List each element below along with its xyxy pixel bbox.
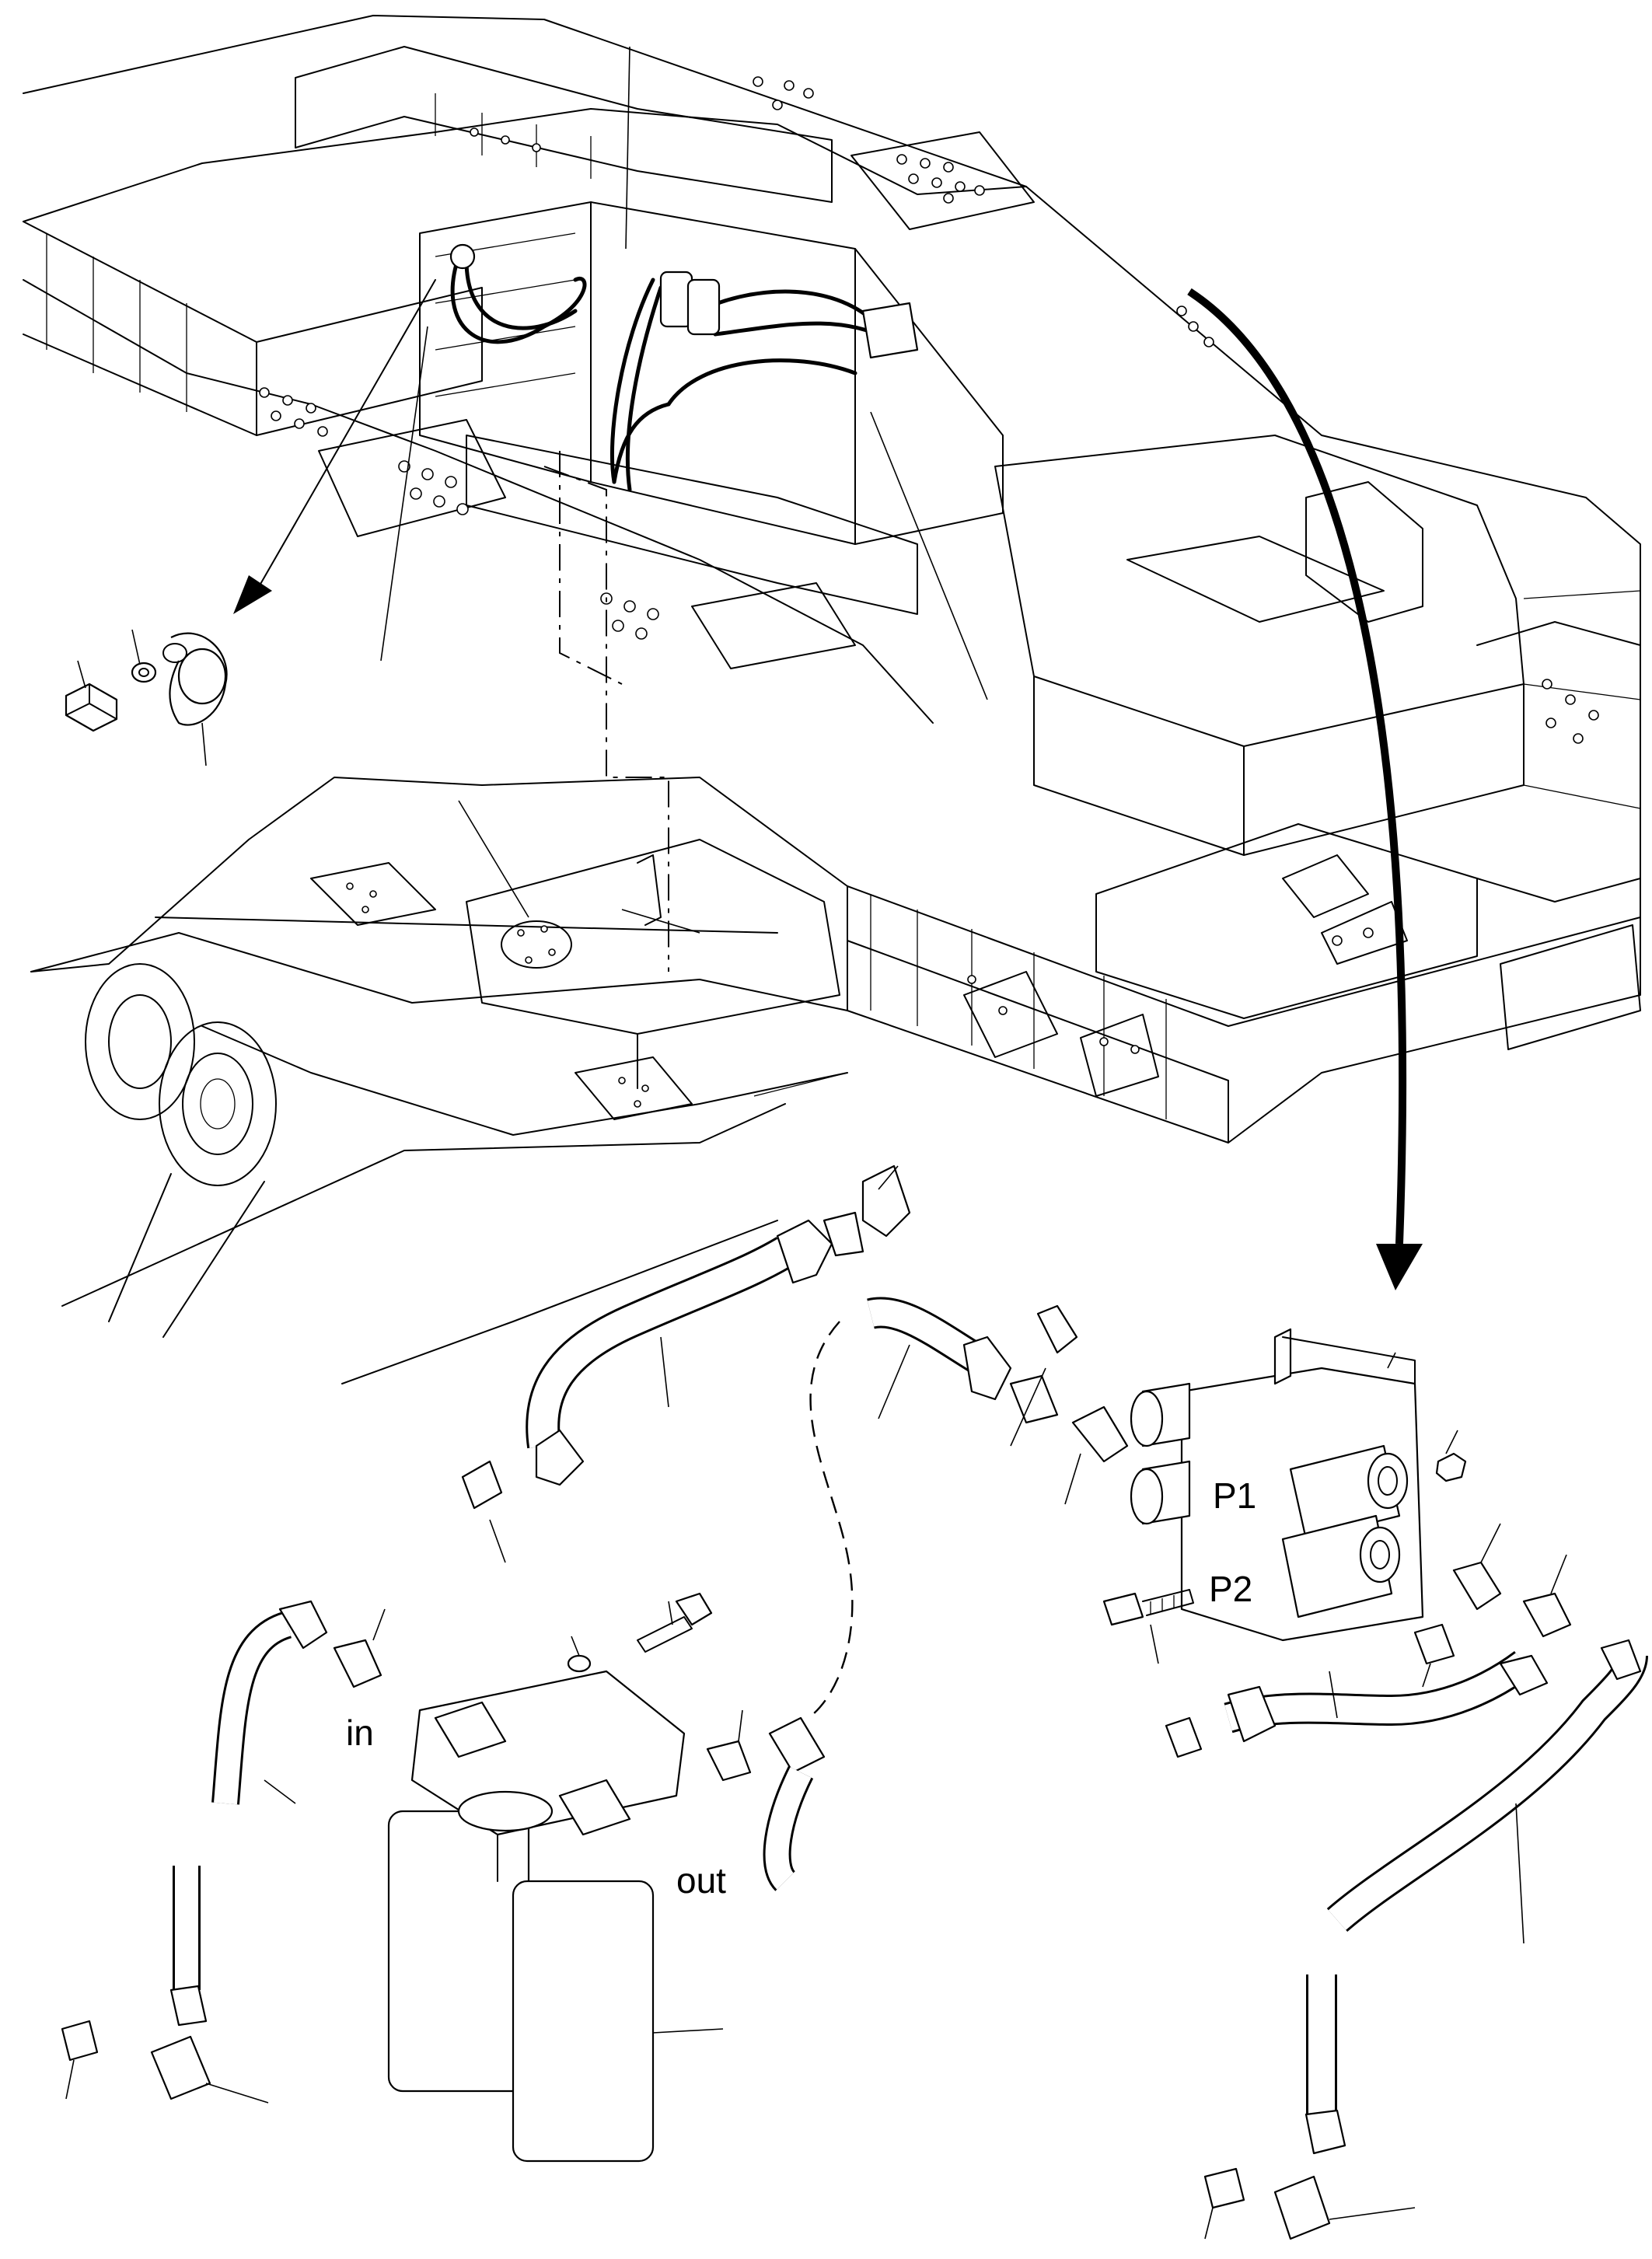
upper-leader-lines	[380, 46, 988, 972]
installed-hose-routing	[449, 243, 919, 492]
hose-assembly-left	[61, 1600, 826, 2104]
hose-assembly-lower-right	[1165, 1639, 1648, 2240]
frame-bolt-holes	[259, 76, 1599, 1108]
hose-assembly-upper	[461, 1164, 911, 1563]
hose-assembly-right	[808, 1297, 1129, 1719]
dual-filter-assembly: in out	[346, 1592, 726, 2163]
detail-arrow-manifold	[1187, 288, 1423, 1290]
detail-arrow-clamp	[233, 279, 436, 614]
port-p2-label: P2	[1209, 1569, 1252, 1609]
filter-inlet-label: in	[346, 1713, 374, 1753]
clamp-detail	[65, 629, 228, 766]
manifold-block: P1 P2	[1102, 1328, 1572, 1688]
port-p1-label: P1	[1213, 1475, 1256, 1516]
filter-outlet-label: out	[676, 1860, 726, 1901]
